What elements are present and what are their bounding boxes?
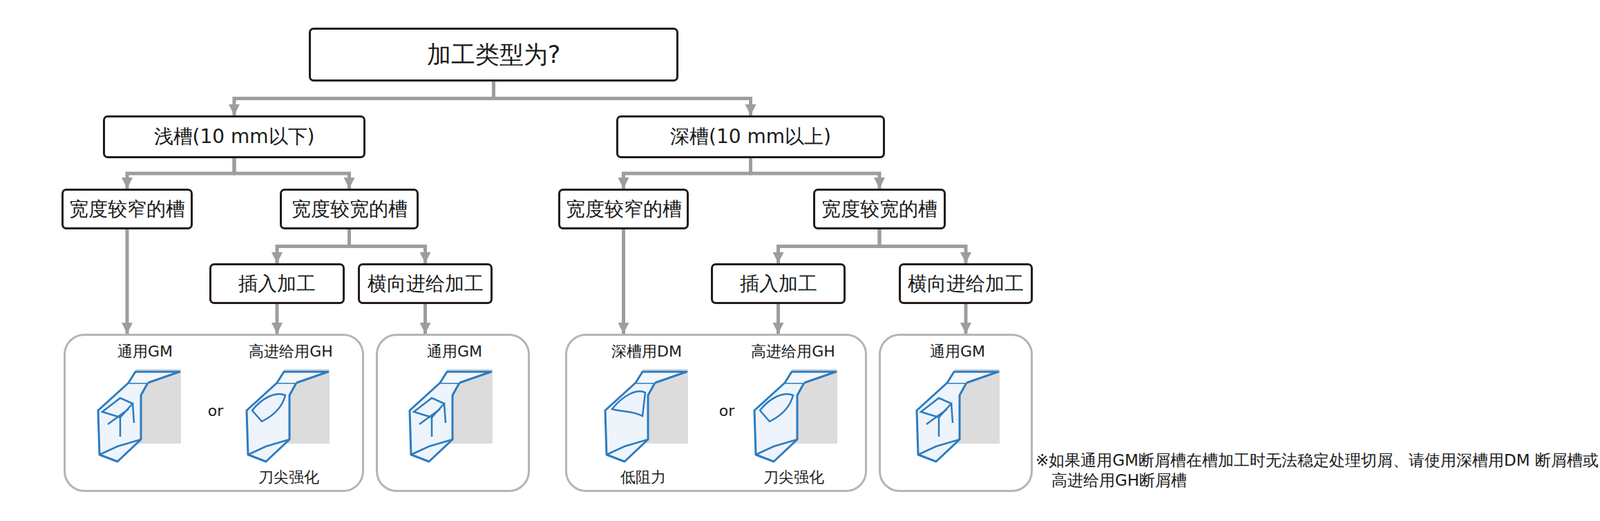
flow-arrow [277, 229, 350, 264]
chipbreaker-label: 刀尖强化 [256, 468, 321, 487]
node-label: 宽度较宽的槽 [821, 196, 938, 223]
or-label: or [206, 402, 226, 421]
width-box: 宽度较窄的槽 [61, 188, 193, 230]
flow-arrow [879, 229, 966, 264]
method-box: 横向进给加工 [898, 263, 1033, 304]
insert-gh [246, 368, 330, 462]
node-label: 插入加工 [238, 270, 316, 298]
insert-gm [409, 368, 493, 462]
insert-dm [605, 368, 689, 462]
flow-arrow [621, 229, 626, 334]
method-box: 横向进给加工 [357, 263, 493, 304]
width-box: 宽度较窄的槽 [558, 188, 689, 230]
chipbreaker-label: 低阻力 [618, 468, 668, 487]
chipbreaker-label: 刀尖强化 [762, 468, 826, 487]
flow-arrow [964, 303, 968, 334]
result-panel: 通用GM [878, 333, 1033, 492]
depth-box: 浅槽(10 mm以下) [102, 115, 366, 159]
flow-arrow [349, 229, 426, 264]
node-label: 浅槽(10 mm以下) [154, 123, 316, 150]
method-box: 插入加工 [710, 263, 846, 304]
result-panel: 通用GM [375, 333, 530, 492]
result-panel: 深槽用DM 高进给用GH or 低阻力 刀尖强化 [565, 333, 868, 492]
flow-arrow [275, 303, 280, 334]
method-box: 插入加工 [209, 263, 345, 304]
node-label: 横向进给加工 [367, 270, 484, 298]
node-label: 宽度较宽的槽 [291, 196, 408, 223]
flow-arrow [778, 229, 881, 264]
width-box: 宽度较宽的槽 [279, 188, 419, 230]
node-label: 加工类型为? [426, 38, 561, 72]
chipbreaker-label: 通用GM [425, 342, 484, 361]
chipbreaker-label: 深槽用DM [610, 342, 684, 361]
chipbreaker-label: 高进给用GH [247, 342, 335, 361]
flow-arrow [623, 158, 751, 189]
question-box: 加工类型为? [308, 27, 679, 82]
insert-gm [98, 368, 182, 462]
or-label: or [717, 402, 737, 421]
depth-box: 深槽(10 mm以上) [616, 115, 885, 159]
chipbreaker-label: 通用GM [928, 342, 987, 361]
flow-arrow [234, 158, 350, 189]
node-label: 宽度较窄的槽 [69, 196, 186, 223]
chipbreaker-label: 通用GM [116, 342, 175, 361]
flow-arrow [493, 81, 751, 116]
result-panel: 通用GM 高进给用GH or 刀尖强化 [63, 333, 365, 492]
flow-arrow [423, 303, 427, 334]
flow-arrow [125, 229, 130, 334]
flow-arrow [750, 158, 881, 189]
insert-gm [916, 368, 1000, 462]
chipbreaker-label: 高进给用GH [749, 342, 837, 361]
node-label: 深槽(10 mm以上) [670, 123, 832, 150]
footnote: ※如果通用GM断屑槽在槽加工时无法稳定处理切屑、请使用深槽用DM 断屑槽或高进给… [1035, 450, 1600, 491]
flow-arrow [127, 158, 235, 189]
width-box: 宽度较宽的槽 [813, 188, 946, 230]
node-label: 横向进给加工 [907, 270, 1024, 298]
insert-gh [754, 368, 838, 462]
node-label: 插入加工 [739, 270, 818, 298]
node-label: 宽度较窄的槽 [565, 196, 682, 223]
flow-arrow [776, 303, 780, 334]
flow-arrow [234, 81, 494, 116]
